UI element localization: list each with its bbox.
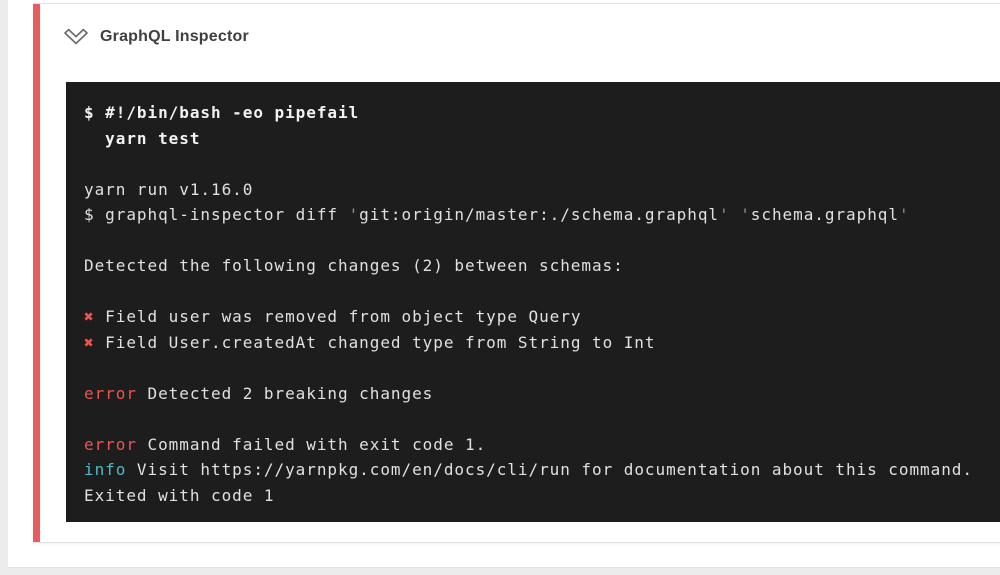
chevron-down-icon[interactable] bbox=[63, 28, 89, 46]
terminal-line: $ #!/bin/bash -eo pipefail bbox=[84, 103, 360, 122]
terminal-line bbox=[84, 355, 1000, 381]
terminal-line: yarn run v1.16.0 bbox=[84, 179, 254, 199]
build-steps-panel: GraphQL Inspector $ #!/bin/bash -eo pipe… bbox=[8, 0, 1000, 568]
terminal-line bbox=[84, 151, 1000, 177]
step-card-graphql-inspector: GraphQL Inspector $ #!/bin/bash -eo pipe… bbox=[33, 3, 1000, 543]
terminal-line: error Command failed with exit code 1. bbox=[84, 434, 487, 454]
terminal-line: ✖ Field user was removed from object typ… bbox=[84, 307, 582, 326]
terminal-line: yarn test bbox=[84, 128, 201, 148]
terminal-line bbox=[84, 406, 1000, 432]
terminal-line bbox=[84, 228, 1000, 254]
terminal-line: error Detected 2 breaking changes bbox=[84, 383, 434, 403]
terminal-line bbox=[84, 279, 1000, 305]
terminal-output: $ #!/bin/bash -eo pipefail yarn test yar… bbox=[66, 82, 1000, 522]
terminal-line: Detected the following changes (2) betwe… bbox=[84, 256, 624, 275]
terminal-line: Exited with code 1 bbox=[84, 485, 275, 505]
terminal-line: info Visit https://yarnpkg.com/en/docs/c… bbox=[84, 460, 973, 479]
step-title: GraphQL Inspector bbox=[100, 28, 249, 45]
step-header[interactable]: GraphQL Inspector bbox=[33, 4, 1000, 70]
terminal-line: ✖ Field User.createdAt changed type from… bbox=[84, 332, 656, 352]
terminal-line: $ graphql-inspector diff 'git:origin/mas… bbox=[84, 205, 910, 224]
